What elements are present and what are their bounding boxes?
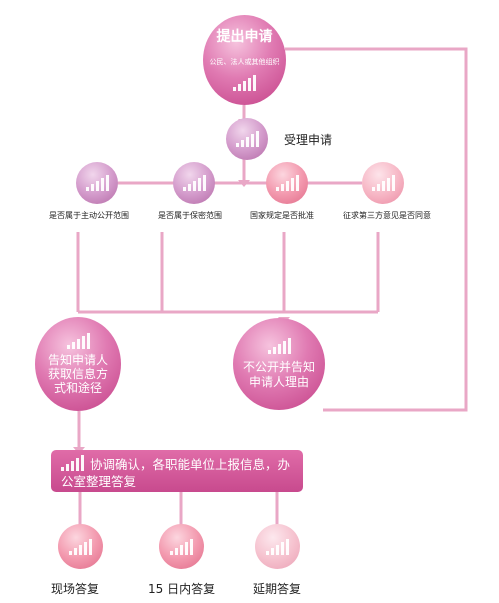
signal-bars-icon	[170, 538, 193, 555]
scope-secret-label: 是否属于保密范围	[158, 211, 222, 220]
signal-bars-icon	[233, 75, 256, 91]
signal-bars-icon	[61, 455, 84, 471]
inform-way-title: 告知申请人获取信息方式和途径	[47, 353, 108, 395]
inform-refuse-node: 不公开并告知申请人理由	[233, 318, 325, 410]
reply-15-node	[159, 524, 204, 569]
apply-subtitle: 公民、法人或其他组织	[209, 58, 280, 66]
signal-bars-icon	[267, 338, 291, 354]
signal-bars-icon	[182, 175, 206, 191]
scope-state-label: 国家规定是否批准	[250, 211, 314, 220]
coordinate-title: 协调确认，各职能单位上报信息，办公室整理答复	[61, 457, 291, 489]
scope-third-node	[362, 162, 404, 204]
signal-bars-icon	[66, 333, 90, 349]
accept-label: 受理申请	[284, 133, 333, 147]
signal-bars-icon	[275, 175, 299, 191]
scope-third-label: 征求第三方意见是否同意	[343, 211, 431, 220]
inform-way-node: 告知申请人获取信息方式和途径	[35, 317, 121, 411]
connector-apply-return	[285, 47, 468, 412]
signal-bars-icon	[235, 131, 259, 147]
inform-refuse-title: 不公开并告知申请人理由	[243, 360, 316, 389]
apply-title: 提出申请	[216, 29, 273, 45]
coordinate-box: 协调确认，各职能单位上报信息，办公室整理答复	[51, 450, 303, 492]
reply-now-label: 现场答复	[51, 582, 100, 596]
scope-state-node	[266, 162, 308, 204]
signal-bars-icon	[266, 538, 289, 555]
signal-bars-icon	[69, 538, 92, 555]
reply-delay-label: 延期答复	[253, 582, 302, 596]
signal-bars-icon	[85, 175, 109, 191]
scope-public-node	[76, 162, 118, 204]
reply-now-node	[58, 524, 103, 569]
scope-public-label: 是否属于主动公开范围	[49, 211, 129, 220]
accept-node	[226, 118, 268, 160]
reply-delay-node	[255, 524, 300, 569]
arrow-branch	[238, 180, 250, 187]
apply-node: 提出申请 公民、法人或其他组织	[203, 15, 286, 105]
reply-15-label: 15 日内答复	[148, 582, 216, 596]
scope-secret-node	[173, 162, 215, 204]
signal-bars-icon	[371, 175, 395, 191]
